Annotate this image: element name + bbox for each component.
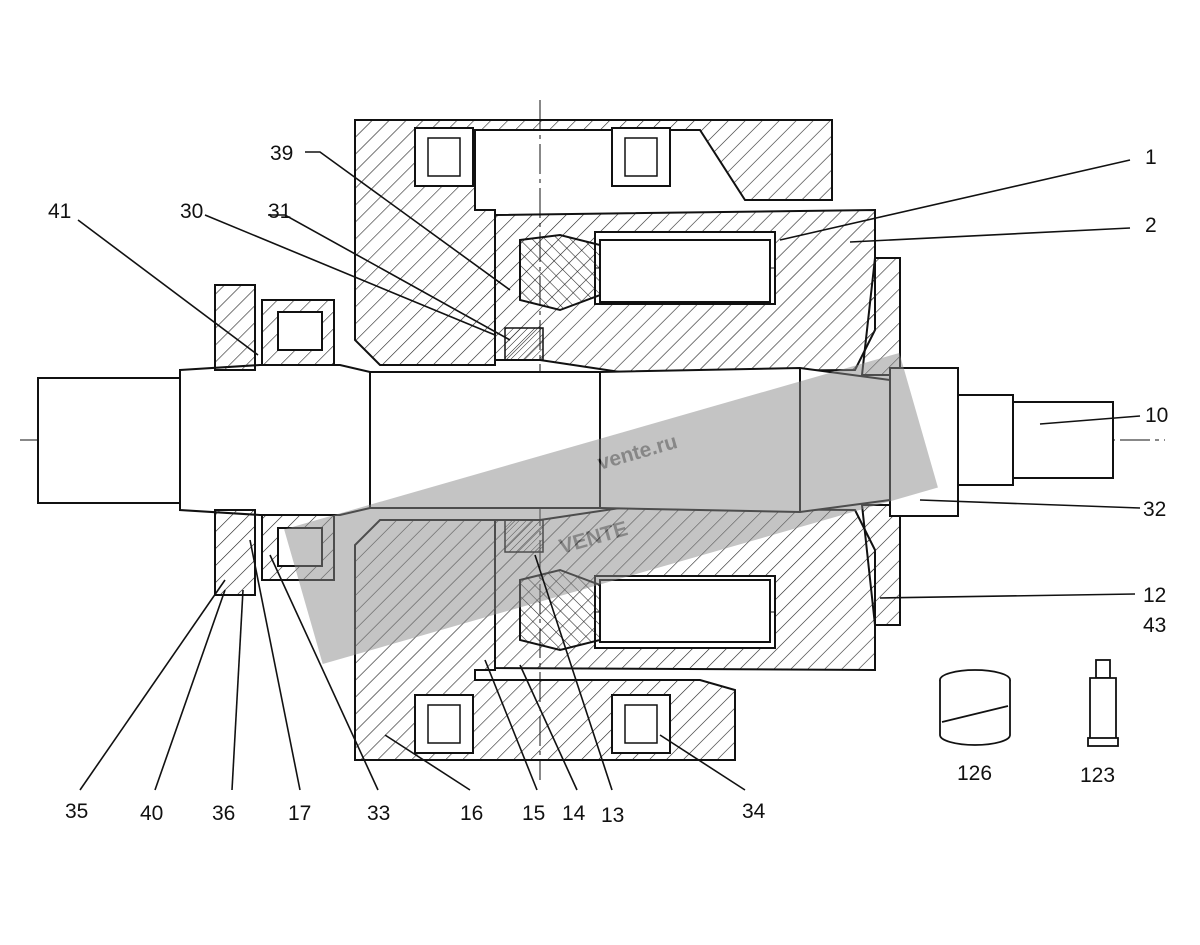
right-plate — [860, 257, 901, 626]
callout-17: 17 — [288, 802, 311, 825]
callout-39: 39 — [270, 142, 293, 165]
callout-35: 35 — [65, 800, 88, 823]
callout-123: 123 — [1080, 764, 1115, 787]
callout-33: 33 — [367, 802, 390, 825]
callout-43: 43 — [1143, 614, 1166, 637]
callout-34: 34 — [742, 800, 766, 823]
spring-upper — [504, 327, 544, 361]
callout-12: 12 — [1143, 584, 1166, 607]
callout-41: 41 — [48, 200, 71, 223]
callout-31: 31 — [268, 200, 291, 223]
callout-15: 15 — [522, 802, 545, 825]
callout-36: 36 — [212, 802, 235, 825]
piston-upper — [519, 233, 771, 312]
callout-40: 40 — [140, 802, 163, 825]
callout-13: 13 — [601, 804, 624, 827]
tube-123 — [1087, 659, 1119, 747]
callout-32: 32 — [1143, 498, 1166, 521]
leader-lines — [77, 151, 1141, 791]
callout-126: 126 — [957, 762, 992, 785]
callout-30: 30 — [180, 200, 203, 223]
callout-10: 10 — [1145, 404, 1168, 427]
ring-126 — [939, 669, 1011, 746]
callout-2: 2 — [1145, 214, 1157, 237]
callout-16: 16 — [460, 802, 483, 825]
callout-14: 14 — [562, 802, 586, 825]
watermark: VENTE vente.ru — [284, 352, 938, 664]
callout-1: 1 — [1145, 146, 1157, 169]
